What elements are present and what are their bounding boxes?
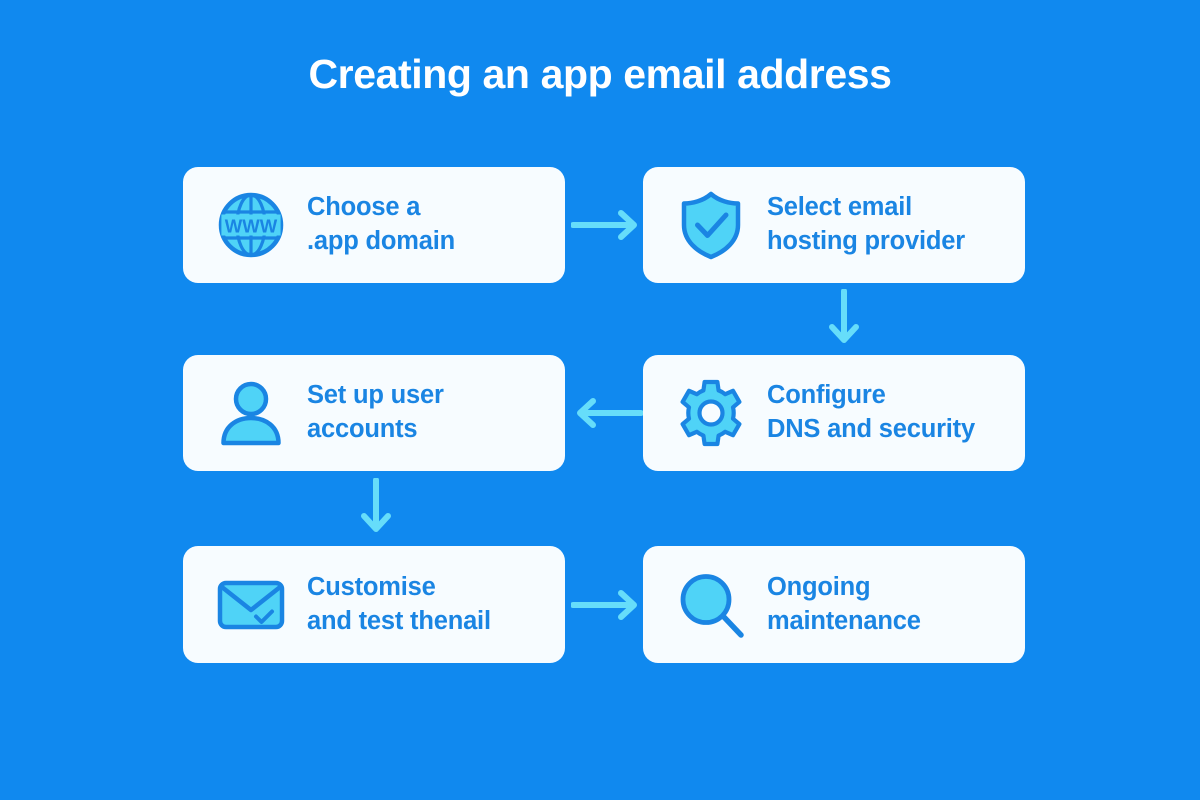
arrow-set-up-users-to-customise-test (356, 477, 396, 543)
step-card-customise-test[interactable]: Customise and test thenail (183, 546, 565, 663)
arrow-select-hosting-to-configure-dns (824, 288, 864, 354)
shield-check-icon (675, 189, 747, 261)
step-card-set-up-users[interactable]: Set up user accounts (183, 355, 565, 471)
envelope-check-icon (215, 569, 287, 641)
globe-www-text: WWW (225, 216, 278, 237)
globe-www-icon: WWW (215, 189, 287, 261)
arrow-customise-test-to-ongoing-maintenance (570, 585, 643, 630)
step-label-customise-test: Customise and test thenail (307, 572, 491, 635)
arrow-configure-dns-to-set-up-users (571, 393, 644, 438)
user-icon (215, 377, 287, 449)
gear-icon (675, 377, 747, 449)
step-label-select-hosting: Select email hosting provider (767, 193, 965, 255)
step-card-ongoing-maintenance[interactable]: Ongoing maintenance (643, 546, 1025, 663)
magnifier-icon (675, 569, 747, 641)
step-card-configure-dns[interactable]: Configure DNS and security (643, 355, 1025, 471)
page-title: Creating an app email address (308, 51, 892, 97)
step-label-ongoing-maintenance: Ongoing maintenance (767, 572, 921, 635)
step-label-choose-domain: Choose a .app domain (307, 193, 455, 255)
arrow-choose-domain-to-select-hosting (570, 205, 643, 250)
step-card-select-hosting[interactable]: Select email hosting provider (643, 167, 1025, 283)
step-label-configure-dns: Configure DNS and security (767, 381, 975, 443)
step-label-set-up-users: Set up user accounts (307, 381, 444, 443)
step-card-choose-domain[interactable]: WWW Choose a .app domain (183, 167, 565, 283)
